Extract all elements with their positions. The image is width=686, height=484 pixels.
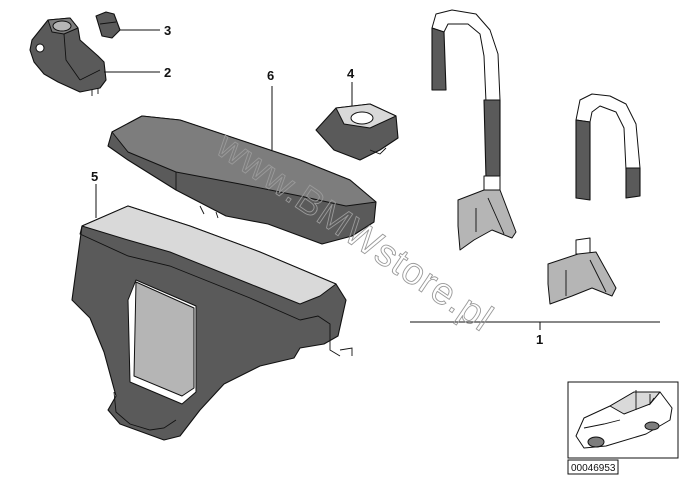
callout-label-5: 5	[91, 169, 98, 184]
part-1-roll-bar-left	[431, 9, 517, 251]
callout-label-4: 4	[347, 66, 355, 81]
reference-code-box	[567, 459, 619, 475]
callout-2: 2	[104, 65, 171, 80]
callout-6: 6	[267, 68, 274, 150]
callout-3: 3	[120, 23, 171, 38]
part-1-roll-bar-right	[547, 93, 641, 305]
part-6-armrest-lid	[107, 115, 377, 245]
callout-1: 1	[410, 321, 660, 347]
callout-label-1: 1	[536, 332, 543, 347]
reference-code: 00046953	[571, 463, 616, 474]
part-2-cup-holder	[29, 17, 107, 96]
callout-label-3: 3	[164, 23, 171, 38]
vehicle-thumbnail: 00046953	[567, 381, 679, 475]
callout-label-2: 2	[164, 65, 171, 80]
callout-label-6: 6	[267, 68, 274, 83]
callout-5: 5	[91, 169, 98, 218]
callout-4: 4	[347, 66, 355, 106]
part-5-console-frame	[71, 205, 353, 441]
part-4-tray-lid	[315, 103, 399, 161]
part-3-cover-cap	[95, 11, 121, 39]
